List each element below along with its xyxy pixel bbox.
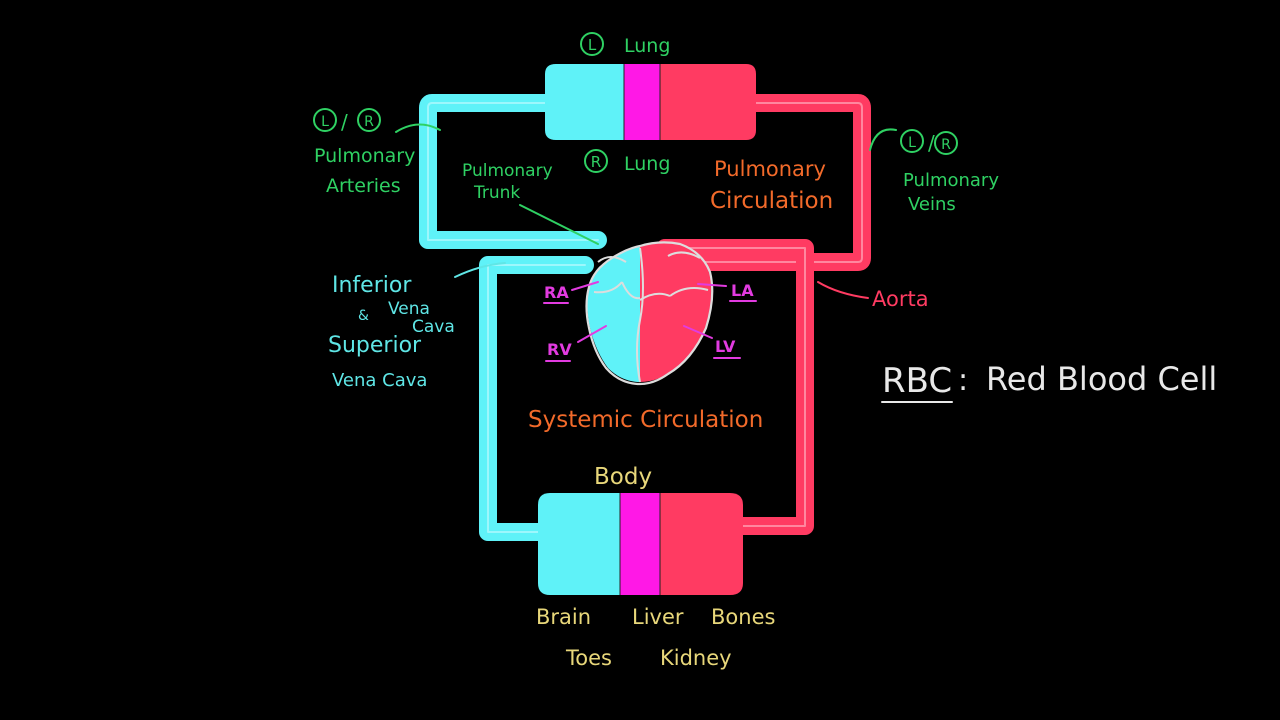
body-oxygenated-part <box>660 493 743 595</box>
lung-right-circle <box>584 149 608 173</box>
body-exchange-part <box>620 493 660 595</box>
pulm-vein-l-circle <box>900 129 924 153</box>
body-capillary-bed <box>538 493 743 595</box>
cava-label: Cava <box>412 317 455 337</box>
pulm-art-line1: Pulmonary <box>314 145 415 167</box>
inferior-label: Inferior <box>332 273 412 298</box>
pulm-vein-sep: / <box>928 131 935 155</box>
pulm-art-l-circle <box>313 108 337 132</box>
labels: L Lung R Lung L / R Pulmonary Arteries P… <box>313 32 1217 670</box>
rbc-abbreviation: RBC <box>882 361 952 401</box>
pulm-art-l-letter: L <box>321 114 329 130</box>
rv-label: RV <box>547 340 572 359</box>
pulm-vein-r-circle <box>934 131 958 155</box>
vena-cava-pointer <box>454 262 506 278</box>
pulm-vein-l-letter: L <box>908 135 916 151</box>
toes-label: Toes <box>565 646 612 670</box>
pulm-circ-line1: Pulmonary <box>714 157 826 181</box>
rbc-colon: : <box>958 363 968 398</box>
pulm-art-sep: / <box>341 110 348 134</box>
pulm-art-r-letter: R <box>364 114 374 130</box>
vena-label: Vena <box>388 299 430 319</box>
lung-capillary-bed <box>545 64 756 140</box>
bones-label: Bones <box>711 605 775 629</box>
ra-pointer <box>571 281 599 291</box>
liver-label: Liver <box>632 605 684 629</box>
pulm-art-line2: Arteries <box>326 175 401 197</box>
pulm-vein-line2: Veins <box>908 194 956 215</box>
pulm-trunk-line1: Pulmonary <box>462 161 553 181</box>
lung-left-circle-letter: L <box>588 36 597 54</box>
lung-deoxygenated-part <box>545 64 624 140</box>
lv-pointer <box>683 325 713 339</box>
pulm-vein-line1: Pulmonary <box>903 170 999 191</box>
amp-label: & <box>358 308 369 324</box>
vessels <box>419 94 871 541</box>
vena-cava-vessel-highlight <box>487 264 586 533</box>
body-deoxygenated-part <box>538 493 620 595</box>
rbc-definition: Red Blood Cell <box>986 360 1217 398</box>
lung-right-label: Lung <box>624 153 670 175</box>
lung-oxygenated-part <box>660 64 756 140</box>
aorta-vessel-highlight <box>664 247 806 527</box>
vena-cava-label: Vena Cava <box>332 370 427 391</box>
pulm-vein-r-letter: R <box>941 137 951 153</box>
brain-label: Brain <box>536 605 591 629</box>
pulm-trunk-pointer <box>519 204 599 245</box>
body-label: Body <box>594 464 652 490</box>
rv-pointer <box>577 325 607 343</box>
la-pointer <box>697 283 727 287</box>
pulm-circ-line2: Circulation <box>710 188 833 214</box>
la-label: LA <box>731 281 754 300</box>
lv-label: LV <box>715 337 736 356</box>
heart-tricuspid-valve <box>593 281 641 300</box>
ra-label: RA <box>544 283 569 302</box>
pulmonary-vein-vessel-highlight <box>699 102 863 263</box>
lung-left-label: Lung <box>624 35 670 57</box>
pulmonary-artery-vessel-highlight <box>427 102 599 241</box>
superior-label: Superior <box>328 333 422 358</box>
lung-exchange-part <box>624 64 660 140</box>
heart-septum <box>636 247 644 383</box>
heart-left-side <box>640 242 713 382</box>
systemic-circulation-label: Systemic Circulation <box>528 407 763 433</box>
pulm-vein-pointer <box>869 128 897 151</box>
heart-atrium-walls <box>597 251 701 263</box>
lung-right-circle-letter: R <box>591 153 601 171</box>
lung-left-circle <box>580 32 604 56</box>
aorta-pointer <box>817 281 869 299</box>
pulm-artery-pointer <box>395 123 441 133</box>
heart <box>585 241 714 386</box>
heart-outline <box>585 241 714 386</box>
pulm-trunk-line2: Trunk <box>473 183 520 203</box>
heart-right-side <box>587 246 640 382</box>
pointer-lines <box>395 123 953 403</box>
pulm-art-r-circle <box>357 108 381 132</box>
kidney-label: Kidney <box>660 646 732 670</box>
aorta-label: Aorta <box>872 287 929 311</box>
heart-mitral-valve <box>639 287 709 301</box>
